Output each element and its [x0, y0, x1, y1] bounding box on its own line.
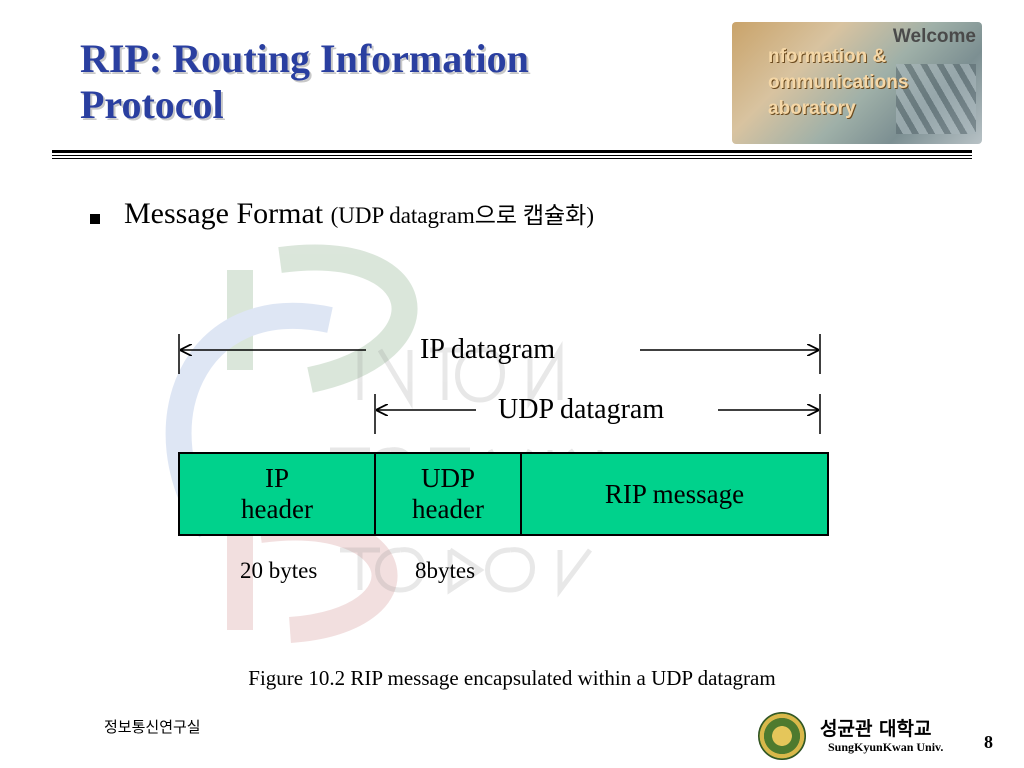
- title-divider-thin-2: [52, 158, 972, 159]
- rip-message-box: RIP message: [520, 452, 829, 536]
- university-seal-icon: [758, 712, 806, 760]
- udp-datagram-label: UDP datagram: [498, 394, 665, 425]
- logo-line-information: nformation &: [768, 46, 887, 67]
- datagram-arrows: [178, 334, 821, 434]
- university-name-korean: 성균관 대학교: [820, 718, 932, 740]
- rip-message-label: RIP message: [604, 478, 745, 509]
- logo-welcome: Welcome: [892, 26, 976, 47]
- logo-line-communications: ommunications: [768, 72, 909, 93]
- keyboard-graphic: [896, 64, 976, 134]
- ip-datagram-label: IP datagram: [420, 334, 556, 365]
- udp-header-box: UDP header: [374, 452, 522, 536]
- logo-line-laboratory: aboratory: [768, 98, 856, 119]
- ip-header-line1: IP: [264, 463, 289, 493]
- figure-caption: Figure 10.2 RIP message encapsulated wit…: [248, 666, 776, 690]
- footer-lab-name: 정보통신연구실: [104, 718, 201, 736]
- bullet-text: Message Format (UDP datagram으로 캡슐화): [124, 196, 594, 231]
- title-divider-thin: [52, 155, 972, 156]
- udp-header-size: 8bytes: [415, 558, 476, 583]
- bullet-sub-text: (UDP datagram으로 캡슐화): [330, 203, 594, 228]
- ip-header-box: IP header: [178, 452, 376, 536]
- ip-header-size: 20 bytes: [240, 558, 318, 583]
- lab-logo: Welcome nformation & ommunications abora…: [732, 22, 982, 144]
- page-number: 8: [984, 732, 993, 752]
- udp-header-line2: header: [412, 494, 484, 524]
- title-divider-thick: [52, 150, 972, 153]
- ip-header-line2: header: [241, 494, 313, 524]
- slide-title-line1: RIP: Routing Information: [80, 36, 529, 81]
- slide-title-line2: Protocol: [80, 82, 224, 127]
- slide-title: RIP: Routing Information Protocol: [80, 36, 640, 128]
- bullet-square: [90, 214, 100, 224]
- bullet-main-text: Message Format: [124, 197, 324, 230]
- lab-watermark: [165, 244, 603, 643]
- udp-header-line1: UDP: [420, 463, 475, 493]
- university-name-english: SungKyunKwan Univ.: [828, 740, 944, 754]
